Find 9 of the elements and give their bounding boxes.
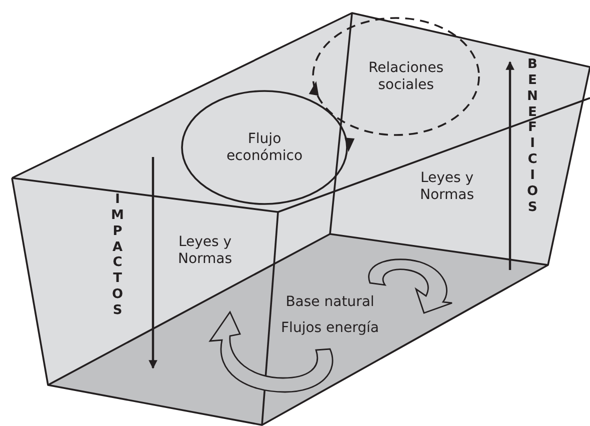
ellipse [181,90,348,205]
node-label: Relaciones sociales [367,60,445,94]
face-label: Leyes y Normas [176,234,234,268]
vertical-label: IMPACTOS [111,192,124,319]
face-label: Leyes y Normas [418,170,476,204]
base-label: Flujos energía [280,320,380,337]
vertical-label: BENEFICIOS [526,57,539,216]
node-label: Flujo económico [225,130,304,164]
base-label: Base natural [284,294,376,311]
